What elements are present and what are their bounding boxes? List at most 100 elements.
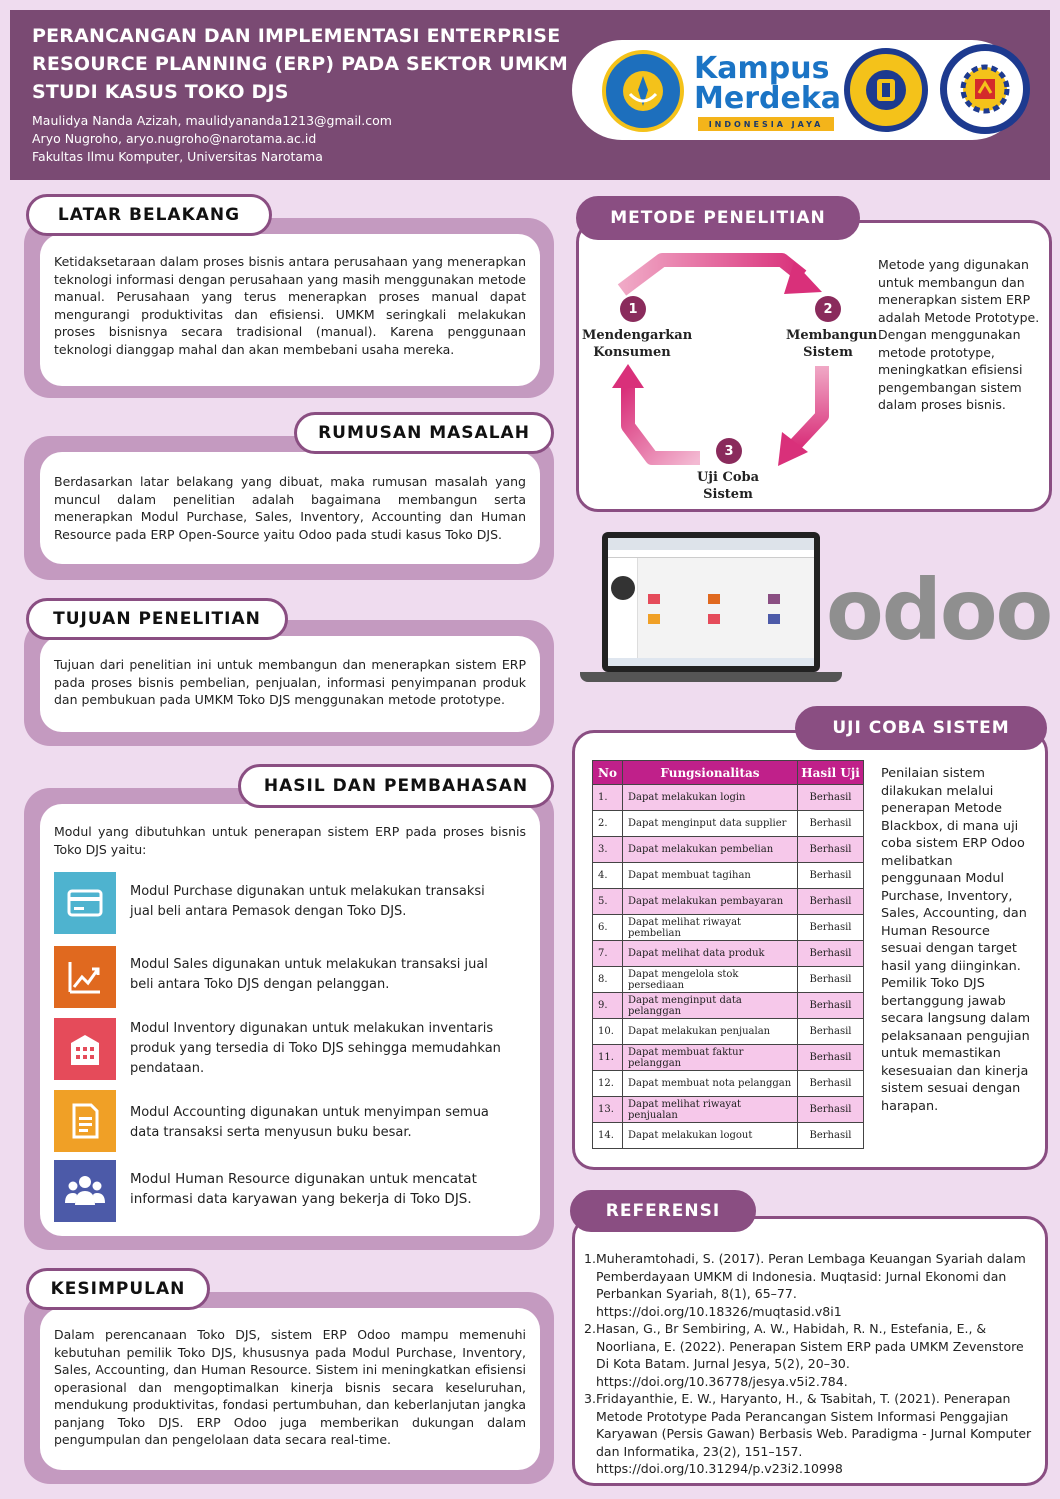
cell-hasil: Berhasil: [797, 888, 864, 915]
author-2: Aryo Nugroho, aryo.nugroho@narotama.ac.i…: [32, 131, 317, 146]
merdeka-word: Merdeka: [694, 81, 842, 116]
author-1: Maulidya Nanda Azizah, maulidyananda1213…: [32, 113, 392, 128]
cell-hasil: Berhasil: [797, 914, 864, 941]
cell-no: 7.: [592, 940, 623, 967]
referensi-card: [572, 1216, 1048, 1486]
col-no: No: [592, 760, 623, 785]
latar-heading: LATAR BELAKANG: [26, 194, 272, 236]
reference-list: 1. Muheramtohadi, S. (2017). Peran Lemba…: [584, 1250, 1032, 1478]
cell-hasil: Berhasil: [797, 810, 864, 837]
cell-no: 9.: [592, 992, 623, 1019]
tujuan-heading: TUJUAN PENELITIAN: [26, 598, 288, 640]
list-item: 2. Hasan, G., Br Sembiring, A. W., Habid…: [584, 1321, 1024, 1389]
kampus-merdeka-subtitle: INDONESIA JAYA: [698, 117, 834, 131]
cell-hasil: Berhasil: [797, 836, 864, 863]
hasil-heading: HASIL DAN PEMBAHASAN: [238, 764, 554, 808]
cell-fungsionalitas: Dapat membuat faktur pelanggan: [622, 1044, 798, 1071]
list-item: 1. Muheramtohadi, S. (2017). Peran Lemba…: [584, 1251, 1026, 1319]
arrow-right-icon: [617, 253, 822, 296]
building-icon: [54, 1018, 116, 1080]
odoo-wordmark: odoo: [826, 561, 1053, 659]
tujuan-text: Tujuan dari penelitian ini untuk membang…: [54, 657, 526, 707]
cell-fungsionalitas: Dapat melihat riwayat pembelian: [622, 914, 798, 941]
cell-hasil: Berhasil: [797, 992, 864, 1019]
latar-text: Ketidaksetaraan dalam proses bisnis anta…: [54, 254, 526, 357]
cell-hasil: Berhasil: [797, 1096, 864, 1123]
hasil-intro: Modul yang dibutuhkan untuk penerapan si…: [54, 824, 526, 857]
cell-fungsionalitas: Dapat menginput data pelanggan: [622, 992, 798, 1019]
referensi-heading: REFERENSI: [570, 1190, 756, 1232]
table-header-row: No Fungsionalitas Hasil Uji: [592, 760, 864, 785]
step-3-badge: 3: [716, 438, 742, 464]
cell-fungsionalitas: Dapat membuat nota pelanggan: [622, 1070, 798, 1097]
list-item: 3. Fridayanthie, E. W., Haryanto, H., & …: [584, 1391, 1032, 1476]
cell-no: 14.: [592, 1122, 623, 1149]
rumusan-card: [40, 452, 540, 564]
latar-card: [40, 234, 540, 386]
step-1-badge: 1: [620, 296, 646, 322]
cell-no: 12.: [592, 1070, 623, 1097]
cell-hasil: Berhasil: [797, 1122, 864, 1149]
step-1-label: Mendengarkan Konsumen: [582, 328, 693, 360]
metode-heading: METODE PENELITIAN: [576, 196, 860, 240]
laptop-screenshot: [602, 532, 820, 672]
poster-title: PERANCANGAN DAN IMPLEMENTASI ENTERPRISE …: [32, 25, 568, 103]
cell-fungsionalitas: Dapat melihat data produk: [622, 940, 798, 967]
cell-hasil: Berhasil: [797, 784, 864, 811]
cell-no: 13.: [592, 1096, 623, 1123]
cell-hasil: Berhasil: [797, 1018, 864, 1045]
module-hr-text: Modul Human Resource digunakan untuk men…: [130, 1171, 477, 1207]
cell-no: 8.: [592, 966, 623, 993]
app-tile-icon: [648, 614, 660, 624]
logo-bar: Kampus Merdeka INDONESIA JAYA: [572, 40, 1030, 140]
module-sales-text: Modul Sales digunakan untuk melakukan tr…: [130, 957, 488, 992]
cell-no: 10.: [592, 1018, 623, 1045]
cell-no: 5.: [592, 888, 623, 915]
step-3-label: Uji Coba Sistem: [696, 470, 760, 502]
app-tile-icon: [768, 614, 780, 624]
kesimpulan-heading: KESIMPULAN: [26, 1268, 210, 1310]
cell-hasil: Berhasil: [797, 862, 864, 889]
cell-no: 4.: [592, 862, 623, 889]
app-tile-icon: [708, 594, 720, 604]
cell-fungsionalitas: Dapat melihat riwayat penjualan: [622, 1096, 798, 1123]
cell-hasil: Berhasil: [797, 1070, 864, 1097]
tujuan-card: [40, 636, 540, 732]
kesimpulan-card: [40, 1308, 540, 1470]
narotama-logo: [844, 48, 928, 132]
cell-no: 2.: [592, 810, 623, 837]
cell-no: 6.: [592, 914, 623, 941]
module-purchase-text: Modul Purchase digunakan untuk melakukan…: [130, 884, 485, 919]
people-icon: [54, 1160, 116, 1222]
cell-fungsionalitas: Dapat melakukan login: [622, 784, 798, 811]
tut-wuri-logo: [602, 50, 684, 132]
chart-icon: [54, 946, 116, 1008]
module-inventory-text: Modul Inventory digunakan untuk melakuka…: [130, 1021, 501, 1076]
narotama-seal-icon: [866, 70, 906, 110]
cell-no: 11.: [592, 1044, 623, 1071]
document-icon: [54, 1090, 116, 1152]
cell-fungsionalitas: Dapat menginput data supplier: [622, 810, 798, 837]
app-tile-icon: [648, 594, 660, 604]
uji-table: No Fungsionalitas Hasil Uji 1.Dapat mela…: [592, 760, 864, 1149]
cell-hasil: Berhasil: [797, 966, 864, 993]
rumusan-heading: RUMUSAN MASALAH: [294, 412, 554, 454]
cell-hasil: Berhasil: [797, 1044, 864, 1071]
col-fungsionalitas: Fungsionalitas: [622, 760, 798, 785]
odoo-logo: odoo: [826, 560, 1053, 660]
step-2-label: Membangun Sistem: [786, 328, 878, 360]
rumusan-text: Berdasarkan latar belakang yang dibuat, …: [54, 474, 526, 542]
cell-hasil: Berhasil: [797, 940, 864, 967]
